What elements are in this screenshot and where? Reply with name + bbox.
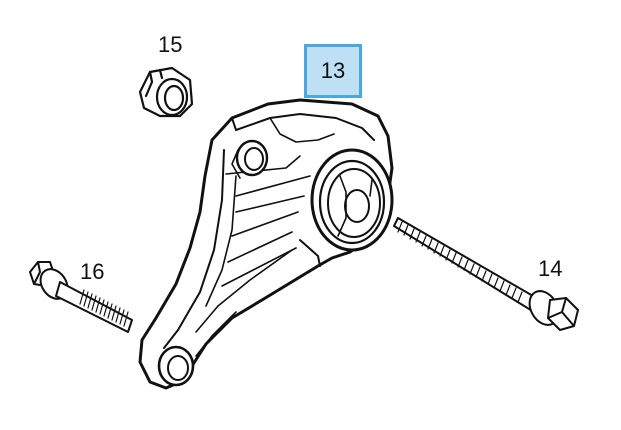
- label-part-13-highlighted[interactable]: 13: [304, 44, 362, 98]
- label-part-15: 15: [158, 32, 183, 57]
- short-bolt-part-16[interactable]: [29, 261, 133, 333]
- nut-part-15[interactable]: [138, 66, 194, 118]
- long-bolt-part-14[interactable]: [393, 217, 579, 331]
- label-part-14: 14: [538, 256, 563, 281]
- label-part-16: 16: [80, 259, 105, 284]
- mount-bracket-part-13[interactable]: [138, 98, 394, 390]
